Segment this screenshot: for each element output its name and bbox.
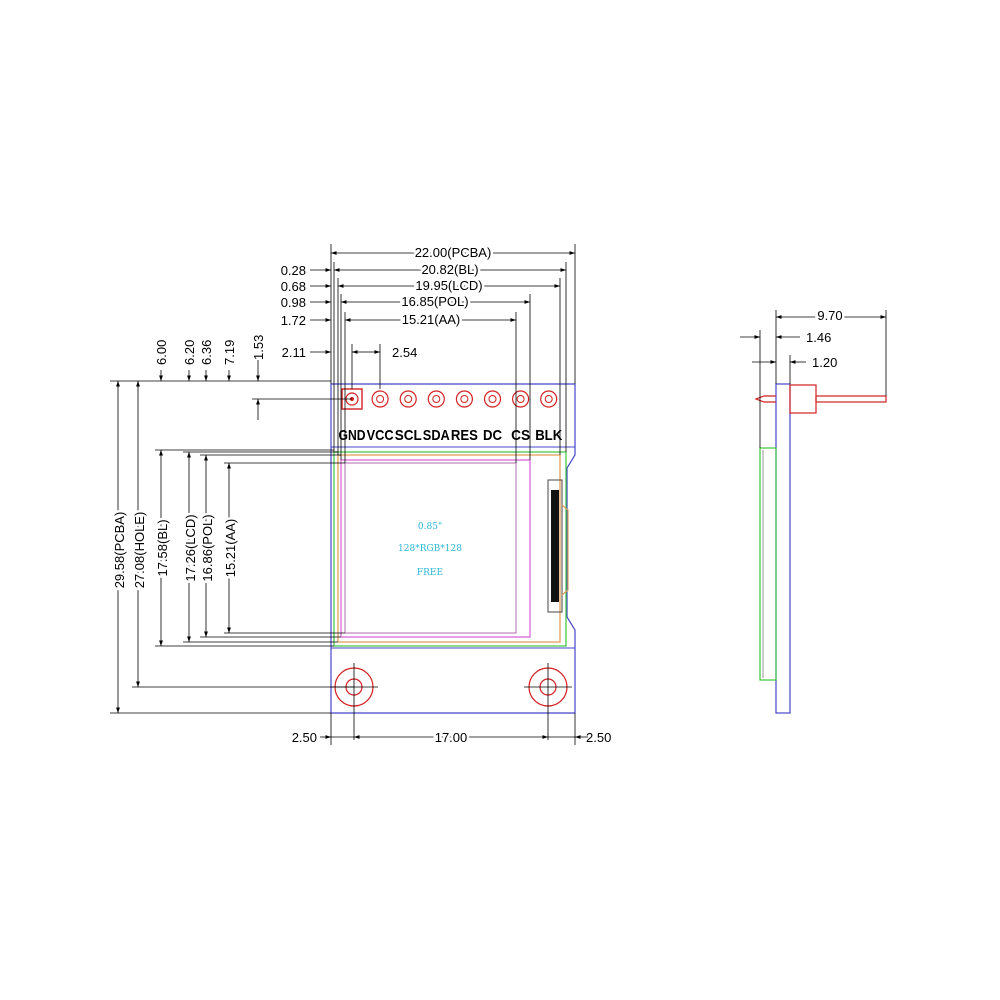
dim-bl-height: 17.58(BL) (155, 519, 170, 576)
dim-hole-spacing: 17.00 (435, 730, 468, 745)
dim-aa-width: 15.21(AA) (402, 312, 461, 327)
dim-offset-bl: 0.28 (281, 263, 306, 278)
dim-left-margin: 2.50 (292, 730, 317, 745)
pin-pad-cs (511, 390, 530, 408)
side-header-pin (754, 384, 887, 414)
side-pcb (775, 383, 791, 714)
dim-pol-width: 16.85(POL) (401, 294, 468, 309)
pin-label-blk: BLK (535, 427, 562, 444)
mounting-hole-right (524, 663, 572, 740)
lcd-resolution-label: 128*RGB*128 (398, 544, 462, 554)
pin-pad-res (455, 390, 473, 408)
lcd-outline (337, 454, 561, 643)
polarizer-outline (340, 459, 531, 638)
dim-pin-pitch: 2.54 (392, 345, 417, 360)
dim-lcd-width: 19.95(LCD) (415, 278, 482, 293)
side-module-green (759, 447, 777, 681)
left-dimensions (110, 360, 354, 714)
dim-top-aa: 7.19 (222, 340, 237, 365)
pin-label-res: RES (451, 427, 478, 444)
dim-top-pin: 1.53 (251, 335, 266, 360)
dim-offset-pin: 2.11 (282, 345, 306, 360)
left-dimension-labels: 29.58(PCBA) 27.08(HOLE) 17.58(BL) 17.26(… (110, 335, 267, 591)
pin-drill-vcc (376, 395, 385, 403)
pin-drill-res (460, 395, 469, 403)
pin-pad-sda (427, 390, 445, 408)
dim-pol-height: 16.86(POL) (200, 514, 215, 581)
pcba-outline (330, 383, 576, 714)
dim-pcba-width: 22.00(PCBA) (415, 245, 492, 260)
backlight-outline (333, 451, 567, 647)
dim-pcb-thickness: 1.20 (812, 355, 837, 370)
top-dimensions (310, 244, 576, 463)
pin-header (341, 388, 558, 410)
mounting-hole-left (330, 663, 378, 740)
pin-drill-cs (516, 395, 525, 403)
pin-pad-dc (483, 390, 502, 408)
dim-total-thickness: 9.70 (817, 308, 842, 323)
flex-connector (547, 479, 569, 613)
top-dimension-labels: 22.00(PCBA) 20.82(BL) 19.95(LCD) 16.85(P… (281, 243, 494, 361)
dim-offset-lcd: 0.68 (281, 279, 306, 294)
dim-aa-height: 15.21(AA) (223, 519, 238, 578)
pin-label-scl: SCL (395, 427, 422, 444)
dim-right-margin: 2.50 (586, 730, 611, 745)
dim-lcd-height: 17.26(LCD) (183, 514, 198, 581)
dim-module-thickness: 1.46 (806, 330, 831, 345)
dim-hole-height: 27.08(HOLE) (132, 512, 147, 589)
pin-label-vcc: VCC (367, 427, 394, 444)
dim-top-pol: 6.36 (199, 340, 214, 365)
dim-pcba-height: 29.58(PCBA) (112, 512, 127, 589)
pin-label-cs: CS (511, 427, 530, 444)
dim-offset-aa: 1.72 (281, 313, 306, 328)
pin-drill-sda (432, 395, 441, 403)
pin-pad-scl (399, 390, 417, 408)
pin-drill-blk (544, 395, 553, 403)
pin-label-gnd: GND (339, 427, 366, 444)
bottom-dimension-labels: 2.50 17.00 2.50 (292, 728, 612, 748)
pin-label-sda: SDA (423, 427, 450, 444)
dim-top-lcd: 6.20 (182, 340, 197, 365)
dim-offset-pol: 0.98 (281, 295, 306, 310)
lcd-driver-label: FREE (417, 568, 443, 578)
pin-pad-blk (540, 390, 558, 408)
pin-drill-dc (488, 395, 497, 403)
pin-label-dc: DC (483, 427, 502, 444)
pin-drill-scl (404, 395, 413, 403)
dim-bl-width: 20.82(BL) (421, 262, 478, 277)
pin-pad-vcc (371, 390, 389, 408)
active-area-outline (344, 462, 517, 634)
side-view: 9.70 1.46 1.20 (740, 306, 887, 714)
dim-top-bl: 6.00 (154, 340, 169, 365)
lcd-size-label: 0.85" (418, 522, 442, 532)
bottom-dimensions (320, 713, 588, 745)
